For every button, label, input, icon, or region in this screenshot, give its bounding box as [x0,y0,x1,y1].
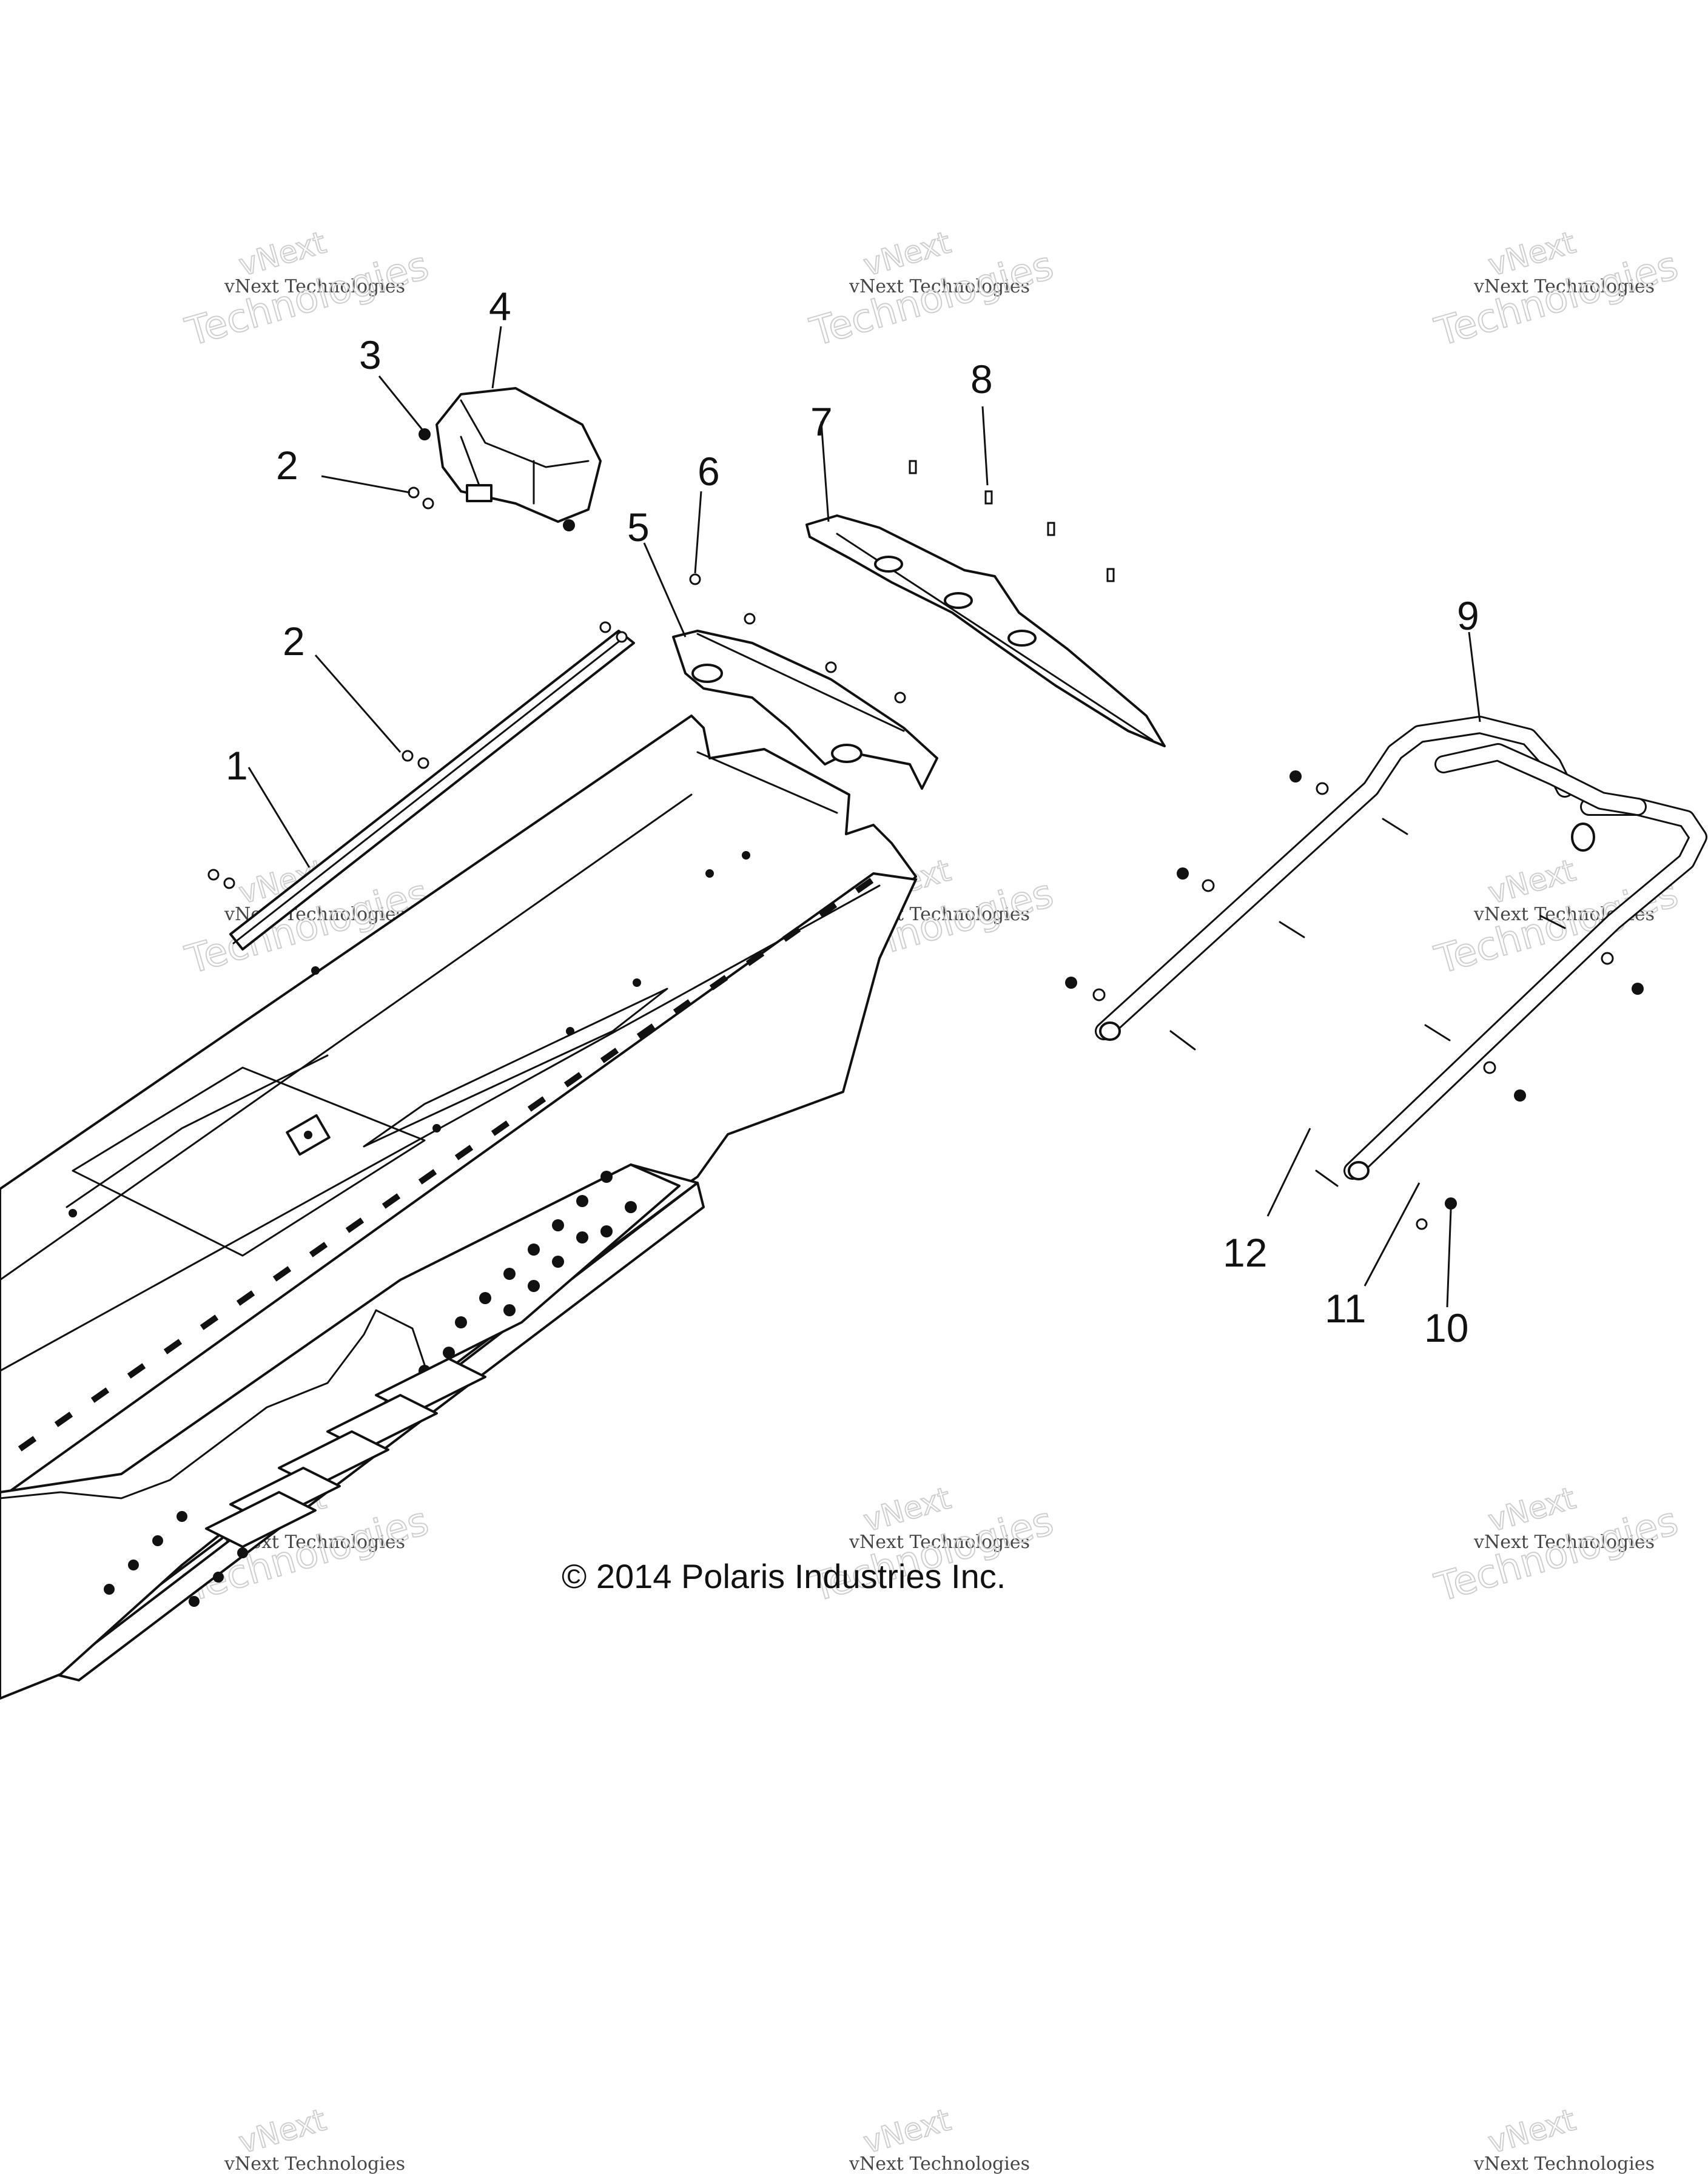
callout-3: 3 [359,332,382,377]
part-1-rail [207,621,635,951]
watermark-text: vNext Technologies [849,2153,1030,2174]
watermark-top-right: vNext vNext Technologies Technologies [1430,224,1684,356]
callout-5: 5 [627,505,650,550]
part-8-fasteners [909,460,1115,582]
callout-2-lower: 2 [283,619,305,664]
callout-9: 9 [1457,593,1479,638]
callout-7: 7 [810,399,833,444]
bumper-hardware [1065,770,1644,1230]
callout-11: 11 [1325,1286,1367,1331]
callouts: 1 2 2 3 4 5 6 7 8 9 10 11 12 [226,284,1479,1350]
callout-6: 6 [698,449,720,494]
tunnel-chassis [0,715,917,1700]
watermark-text: vNext [859,2102,954,2161]
part-9-bumper [1095,716,1707,1180]
footrest-cleats [205,1358,486,1548]
callout-1: 1 [226,743,248,788]
watermark-text: vNext Technologies [849,1532,1030,1553]
watermark-low-right: vNext vNext Technologies Technologies [1430,1480,1684,1612]
watermark-top-center: vNext vNext Technologies Technologies [805,224,1059,356]
part-5-bracket [672,613,938,790]
callout-2-upper: 2 [276,443,298,488]
watermark-text: vNext Technologies [1473,1532,1655,1553]
part-3-fastener [419,428,431,440]
watermark-text: vNext Technologies [224,2153,405,2174]
watermark-text: vNext Technologies [1473,2153,1655,2174]
tunnel-vents [18,878,874,1452]
watermark-text: vNext Technologies [224,276,405,297]
part-7-rear-brace [805,514,1166,747]
copyright-notice: © 2014 Polaris Industries Inc. [562,1557,1006,1595]
callout-8: 8 [970,357,993,402]
callout-4: 4 [489,284,511,329]
watermark-text: vNext [1484,2102,1579,2161]
watermark-text: vNext [235,2102,329,2161]
watermark-bottom-left: vNext vNext Technologies [224,2102,405,2174]
watermark-bottom-center: vNext vNext Technologies [849,2102,1030,2174]
callout-12: 12 [1223,1230,1267,1275]
watermark-top-left: vNext vNext Technologies Technologies [180,224,434,356]
watermark-text: vNext Technologies [1473,276,1655,297]
leader-lines [247,326,1481,1308]
callout-10: 10 [1424,1305,1468,1350]
watermark-mid-right: vNext vNext Technologies Technologies [1430,852,1684,984]
watermark-text: vNext Technologies [849,276,1030,297]
watermark-bottom-right: vNext vNext Technologies [1473,2102,1655,2174]
part-6-fastener [689,573,701,585]
part-2-fasteners-upper [408,486,434,510]
part-2-fasteners-lower [402,750,429,769]
part-4-cover [435,387,602,531]
